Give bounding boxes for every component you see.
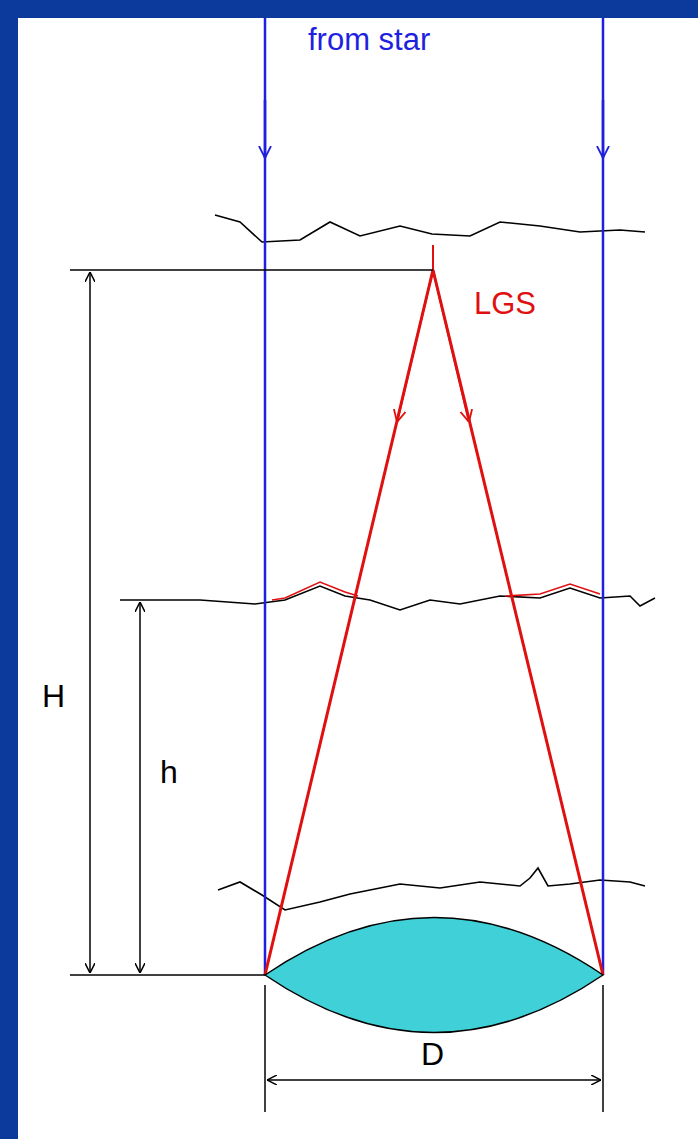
- star-ray-arrow: [264, 100, 267, 158]
- lgs-ray: [265, 270, 433, 975]
- turbulence-layer: [120, 586, 655, 610]
- extension-line: [70, 974, 265, 976]
- lgs-ray: [433, 270, 603, 975]
- dimension-label: H: [42, 680, 65, 712]
- dimension-label: D: [421, 1038, 444, 1070]
- dimension-arrow: [89, 272, 91, 973]
- turbulence-layer: [215, 215, 645, 242]
- dimension-arrow: [267, 1079, 601, 1081]
- extension-line: [70, 269, 433, 271]
- extension-line: [602, 985, 604, 1112]
- turbulence-layer-lgs: [272, 582, 358, 600]
- lgs-tick: [432, 245, 434, 272]
- lgs-ray-arrow: [397, 270, 433, 422]
- star-ray: [264, 18, 267, 975]
- dimension-label: h: [160, 756, 178, 788]
- extension-line: [264, 985, 266, 1112]
- beam-label: from star: [308, 24, 430, 55]
- lgs-ray-arrow: [433, 270, 469, 422]
- dimension-arrow: [139, 602, 141, 973]
- telescope-lens: [265, 918, 603, 1033]
- turbulence-layer-lgs: [505, 584, 600, 596]
- star-ray-arrow: [602, 100, 605, 158]
- star-ray: [602, 18, 605, 975]
- beam-label: LGS: [474, 288, 536, 319]
